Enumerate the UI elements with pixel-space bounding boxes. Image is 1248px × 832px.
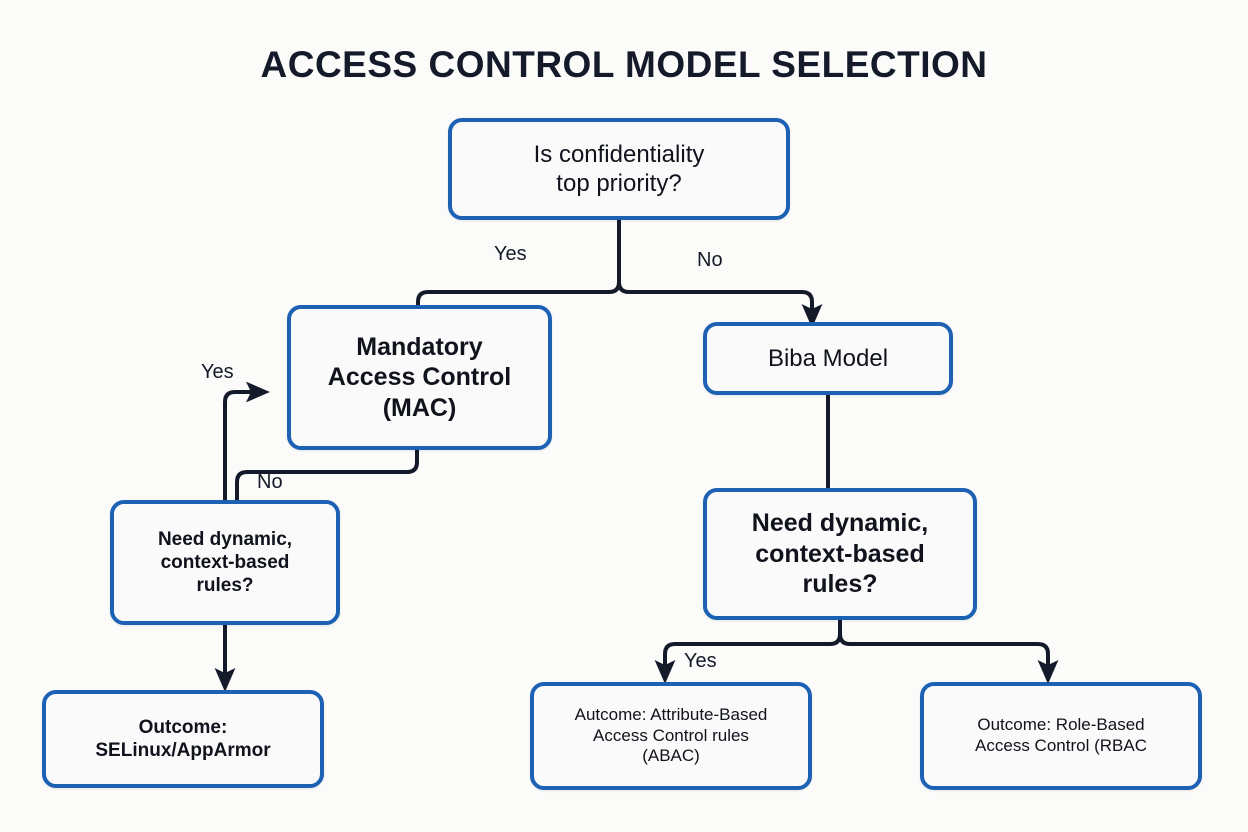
node-label: Need dynamic, context-based rules?	[751, 509, 929, 599]
node-label: Outcome: SELinux/AppArmor	[95, 716, 271, 761]
node-outcome-rbac[interactable]: Outcome: Role-Based Access Control (RBAC	[920, 682, 1202, 790]
edge-rightq-to-rbac	[838, 632, 1059, 684]
node-label: Outcome: Role-Based Access Control (RBAC	[975, 715, 1147, 755]
node-is-confidentiality-top-priority[interactable]: Is confidentiality top priority?	[448, 118, 790, 220]
node-outcome-selinux-apparmor[interactable]: Outcome: SELinux/AppArmor	[42, 690, 324, 788]
node-biba-model[interactable]: Biba Model	[703, 322, 953, 395]
node-label: Is confidentiality top priority?	[533, 140, 705, 197]
node-mandatory-access-control[interactable]: Mandatory Access Control (MAC)	[287, 305, 552, 450]
node-need-dynamic-rules-left[interactable]: Need dynamic, context-based rules?	[110, 500, 340, 625]
node-label: Mandatory Access Control (MAC)	[327, 332, 512, 422]
node-label: Need dynamic, context-based rules?	[157, 528, 293, 597]
page-title: ACCESS CONTROL MODEL SELECTION	[260, 44, 988, 85]
edge-label-left-yes: Yes	[201, 361, 234, 383]
edge-root-to-mac	[416, 280, 621, 307]
node-label: Biba Model	[767, 344, 889, 372]
edge-label-left-no: No	[257, 471, 283, 493]
edge-mac-to-leftq-no	[235, 448, 419, 502]
edge-label-bottom-yes: Yes	[684, 650, 717, 672]
node-need-dynamic-rules-right[interactable]: Need dynamic, context-based rules?	[703, 488, 977, 620]
edge-label-top-yes: Yes	[494, 243, 527, 265]
edge-leftq-to-mac-yes	[223, 381, 270, 502]
edge-label-top-no: No	[697, 249, 723, 271]
edge-root-to-biba	[617, 280, 823, 328]
node-label: Autcome: Attribute-Based Access Control …	[574, 704, 768, 766]
node-outcome-abac[interactable]: Autcome: Attribute-Based Access Control …	[530, 682, 812, 790]
